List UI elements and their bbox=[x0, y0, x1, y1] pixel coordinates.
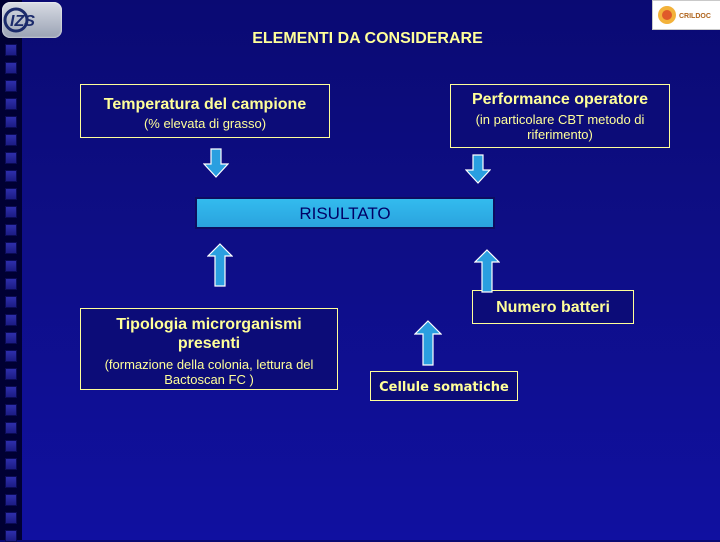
arrow-up-cellule bbox=[414, 320, 442, 366]
performance-main: Performance operatore bbox=[471, 91, 649, 108]
temperatura-main: Temperatura del campione bbox=[103, 96, 307, 113]
tipologia-box: Tipologia microrganismi presenti (formaz… bbox=[80, 308, 338, 390]
izs-logo-text: IZS bbox=[10, 13, 35, 30]
temperatura-sub: (% elevata di grasso) bbox=[143, 116, 267, 131]
strip-square bbox=[5, 116, 17, 128]
performance-sub: (in particolare CBT metodo di riferiment… bbox=[475, 112, 645, 142]
strip-square bbox=[5, 260, 17, 272]
strip-square bbox=[5, 62, 17, 74]
cellule-box: Cellule somatiche bbox=[370, 371, 518, 401]
strip-square bbox=[5, 530, 17, 542]
strip-square bbox=[5, 332, 17, 344]
arrow-up-numero bbox=[474, 249, 500, 293]
strip-square bbox=[5, 512, 17, 524]
strip-square bbox=[5, 80, 17, 92]
strip-square bbox=[5, 476, 17, 488]
strip-square bbox=[5, 314, 17, 326]
strip-square bbox=[5, 98, 17, 110]
strip-square bbox=[5, 422, 17, 434]
tipologia-sub: (formazione della colonia, lettura del B… bbox=[104, 357, 314, 387]
numero-main: Numero batteri bbox=[496, 299, 610, 316]
arrow-down-temperatura bbox=[203, 148, 229, 178]
strip-square bbox=[5, 404, 17, 416]
strip-square bbox=[5, 278, 17, 290]
strip-square bbox=[5, 188, 17, 200]
strip-square bbox=[5, 224, 17, 236]
strip-square bbox=[5, 134, 17, 146]
strip-square bbox=[5, 386, 17, 398]
strip-square bbox=[5, 368, 17, 380]
risultato-main: RISULTATO bbox=[299, 204, 391, 223]
crildoc-logo: CRILDOC bbox=[652, 0, 720, 30]
strip-square bbox=[5, 458, 17, 470]
strip-square bbox=[5, 170, 17, 182]
left-decorative-strip bbox=[0, 0, 22, 542]
risultato-box: RISULTATO bbox=[195, 197, 495, 229]
strip-square bbox=[5, 350, 17, 362]
page-title: ELEMENTI DA CONSIDERARE bbox=[252, 30, 483, 47]
strip-square bbox=[5, 296, 17, 308]
strip-square bbox=[5, 152, 17, 164]
strip-square bbox=[5, 494, 17, 506]
strip-square bbox=[5, 206, 17, 218]
arrow-down-performance bbox=[465, 154, 491, 184]
numero-box: Numero batteri bbox=[472, 290, 634, 324]
izs-logo: IZS bbox=[2, 2, 62, 38]
performance-box: Performance operatore (in particolare CB… bbox=[450, 84, 670, 148]
crildoc-logo-text: CRILDOC bbox=[679, 13, 711, 20]
strip-square bbox=[5, 440, 17, 452]
strip-square bbox=[5, 242, 17, 254]
tipologia-main: Tipologia microrganismi presenti bbox=[116, 316, 302, 352]
strip-square bbox=[5, 44, 17, 56]
temperatura-box: Temperatura del campione (% elevata di g… bbox=[80, 84, 330, 138]
arrow-up-tipologia bbox=[207, 243, 233, 287]
cellule-main: Cellule somatiche bbox=[379, 380, 509, 395]
